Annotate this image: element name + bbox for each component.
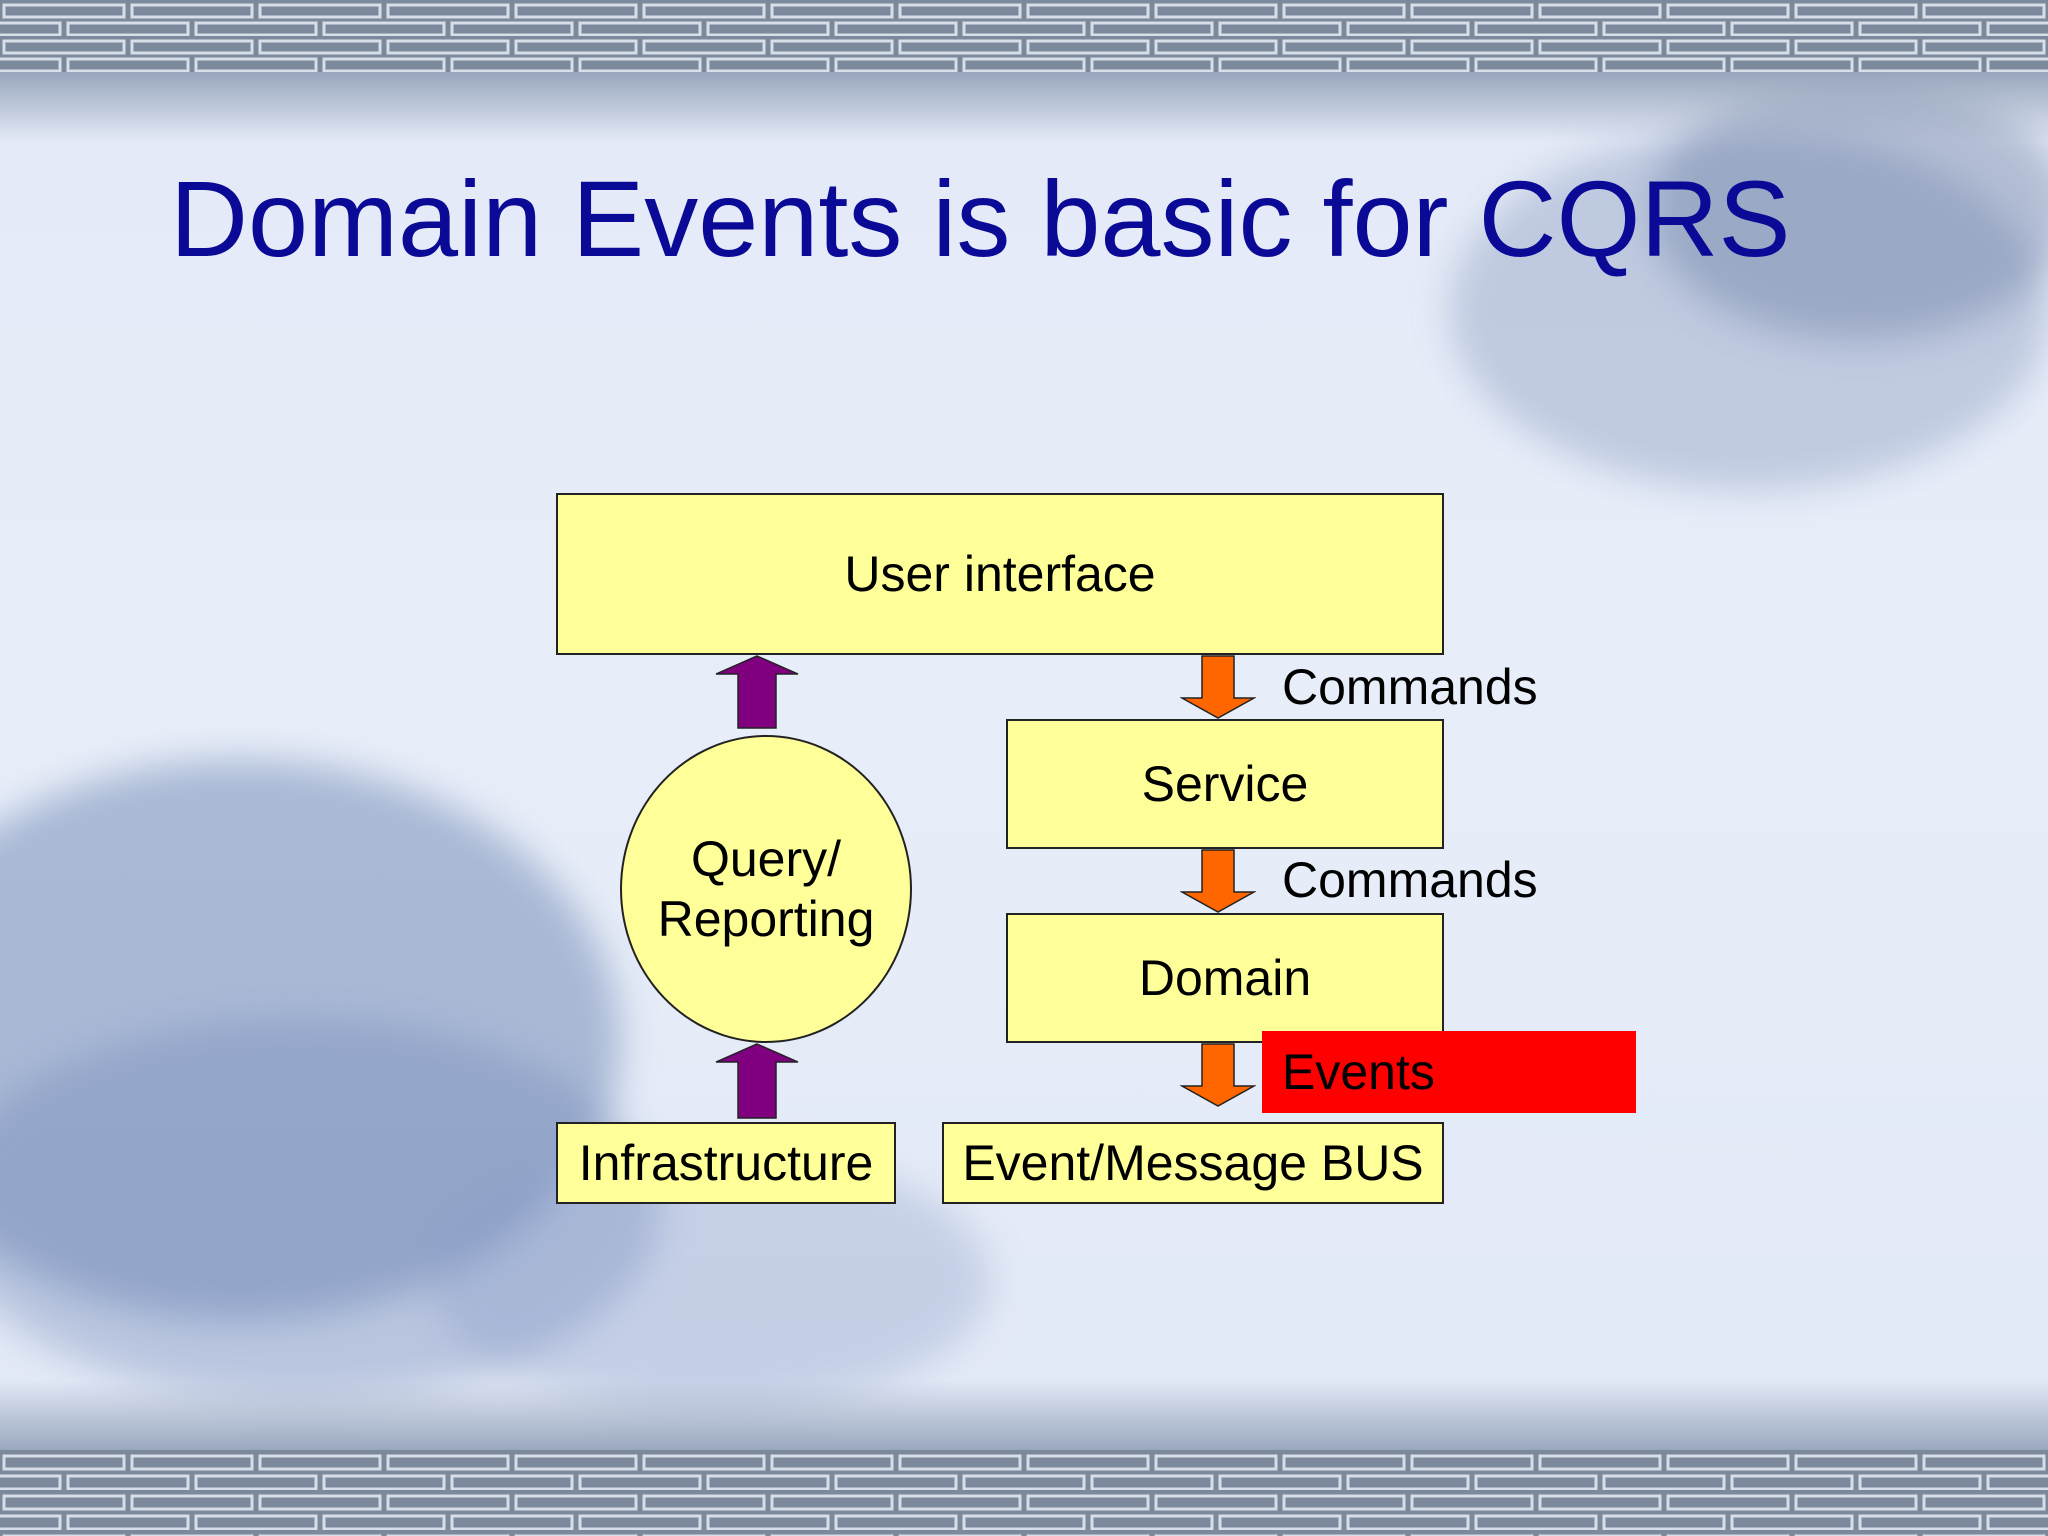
background-wall-shade [0,1020,660,1400]
bottom-brick-border [0,1450,2048,1536]
query-to-ui-arrow [715,655,799,729]
event-bus-label: Event/Message BUS [962,1135,1424,1191]
domain-label: Domain [1138,950,1312,1006]
infrastructure-label: Infrastructure [578,1135,874,1191]
events-label: Events [1282,1044,1435,1100]
user-interface-node: User interface [556,493,1444,655]
domain-to-bus-arrow [1180,1043,1256,1107]
background-wall-shade [0,760,620,1320]
domain-node: Domain [1006,913,1444,1043]
commands-label: Commands [1282,852,1538,908]
query-reporting-node: Query/ Reporting [620,735,912,1043]
bottom-border-shadow [0,1380,2048,1450]
event-message-bus-node: Event/Message BUS [942,1122,1444,1204]
background-wall-shade [1450,130,2048,490]
brick-pattern-top [0,0,2048,72]
ui-to-service-arrow [1180,655,1256,719]
query-label-line2: Reporting [657,891,875,947]
query-label-line1: Query/ [690,831,842,887]
user-interface-label: User interface [844,546,1156,602]
service-to-domain-arrow [1180,849,1256,913]
events-highlight [1262,1031,1636,1113]
brick-pattern-bottom [0,1450,2048,1536]
top-border-shadow [0,72,2048,142]
slide-title: Domain Events is basic for CQRS [170,158,1791,279]
service-node: Service [1006,719,1444,849]
commands-label: Commands [1282,659,1538,715]
infrastructure-node: Infrastructure [556,1122,896,1204]
service-label: Service [1141,756,1309,812]
infrastructure-to-query-arrow [715,1043,799,1119]
top-brick-border [0,0,2048,72]
